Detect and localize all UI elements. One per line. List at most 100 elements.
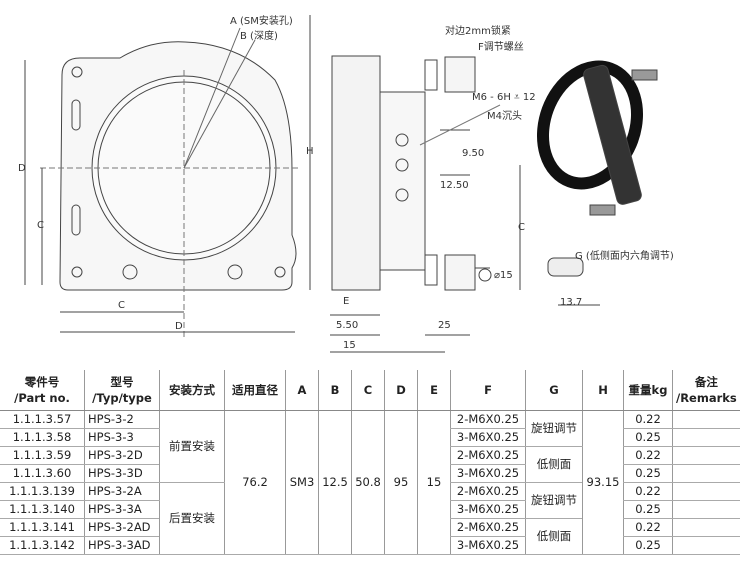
- f-cell: 2-M6X0.25: [450, 482, 526, 501]
- weight-cell: 0.25: [623, 464, 673, 483]
- type-cell: HPS-3-2D: [84, 446, 160, 465]
- weight-cell: 0.22: [623, 410, 673, 429]
- f-cell: 2-M6X0.25: [450, 410, 526, 429]
- dim-15: 15: [343, 340, 356, 351]
- h-cell: 93.15: [582, 410, 624, 555]
- dim-9-50: 9.50: [462, 148, 485, 159]
- weight-cell: 0.25: [623, 500, 673, 519]
- remarks-cell: [671, 518, 740, 537]
- dim-12-50: 12.50: [440, 180, 469, 191]
- g-detail: [547, 257, 600, 306]
- type-cell: HPS-3-3A: [84, 500, 160, 519]
- weight-cell: 0.22: [623, 518, 673, 537]
- f-cell: 3-M6X0.25: [450, 536, 526, 555]
- dim-13-7: 13.7: [560, 297, 583, 308]
- d-cell: 95: [384, 410, 418, 555]
- header-b: B: [318, 370, 352, 411]
- f-cell: 3-M6X0.25: [450, 464, 526, 483]
- f-cell: 2-M6X0.25: [450, 446, 526, 465]
- part-no-cell: 1.1.1.3.142: [0, 536, 85, 555]
- dim-c-horizontal: C: [118, 300, 125, 311]
- part-no-cell: 1.1.1.3.140: [0, 500, 85, 519]
- header-diameter: 适用直径: [224, 370, 286, 411]
- remarks-cell: [671, 482, 740, 501]
- spec-table: 零件号 /Part no. 型号 /Typ/type 安装方式 适用直径 A B…: [0, 370, 740, 555]
- header-type: 型号 /Typ/type: [84, 370, 160, 411]
- remarks-cell: [671, 410, 740, 429]
- dim-phi15: ⌀15: [494, 270, 513, 281]
- dim-c-side: C: [518, 222, 525, 233]
- e-cell: 15: [417, 410, 451, 555]
- dim-c-vertical: C: [37, 220, 44, 231]
- mount-cell: 后置安装: [159, 482, 225, 555]
- label-b: B (深度): [240, 31, 278, 42]
- header-a: A: [285, 370, 319, 411]
- dim-25: 25: [438, 320, 451, 331]
- dim-5-50: 5.50: [336, 320, 359, 331]
- mount-cell: 前置安装: [159, 410, 225, 483]
- type-cell: HPS-3-2: [84, 410, 160, 429]
- type-cell: HPS-3-2AD: [84, 518, 160, 537]
- weight-cell: 0.25: [623, 536, 673, 555]
- label-m4: M4沉头: [487, 111, 522, 122]
- technical-drawing: [24, 15, 658, 353]
- header-g: G: [525, 370, 583, 411]
- label-g: G (低侧面内六角调节): [575, 251, 674, 262]
- f-cell: 3-M6X0.25: [450, 500, 526, 519]
- remarks-cell: [671, 464, 740, 483]
- dim-h: H: [306, 146, 314, 157]
- header-mount: 安装方式: [159, 370, 225, 411]
- dim-d-vertical: D: [18, 163, 26, 174]
- weight-cell: 0.25: [623, 428, 673, 447]
- header-c: C: [351, 370, 385, 411]
- header-weight: 重量kg: [623, 370, 673, 411]
- front-view: [24, 15, 311, 340]
- g-cell: 低侧面: [525, 518, 583, 555]
- type-cell: HPS-3-2A: [84, 482, 160, 501]
- dim-e: E: [343, 296, 350, 307]
- part-no-cell: 1.1.1.3.57: [0, 410, 85, 429]
- header-d: D: [384, 370, 418, 411]
- f-cell: 2-M6X0.25: [450, 518, 526, 537]
- header-h: H: [582, 370, 624, 411]
- label-lock: 对边2mm锁紧: [445, 26, 511, 37]
- dim-d-horizontal: D: [175, 321, 183, 332]
- a-cell: SM3: [285, 410, 319, 555]
- table-header: 零件号 /Part no. 型号 /Typ/type 安装方式 适用直径 A B…: [0, 370, 740, 411]
- remarks-cell: [671, 500, 740, 519]
- f-cell: 3-M6X0.25: [450, 428, 526, 447]
- side-view: [330, 55, 521, 353]
- part-no-cell: 1.1.1.3.139: [0, 482, 85, 501]
- part-no-cell: 1.1.1.3.59: [0, 446, 85, 465]
- c-cell: 50.8: [351, 410, 385, 555]
- header-remarks: 备注 /Remarks: [671, 370, 740, 411]
- type-cell: HPS-3-3: [84, 428, 160, 447]
- header-f: F: [450, 370, 526, 411]
- type-cell: HPS-3-3AD: [84, 536, 160, 555]
- weight-cell: 0.22: [623, 482, 673, 501]
- part-no-cell: 1.1.1.3.141: [0, 518, 85, 537]
- header-e: E: [417, 370, 451, 411]
- g-cell: 旋钮调节: [525, 482, 583, 519]
- weight-cell: 0.22: [623, 446, 673, 465]
- remarks-cell: [671, 428, 740, 447]
- b-cell: 12.5: [318, 410, 352, 555]
- remarks-cell: [671, 536, 740, 555]
- part-no-cell: 1.1.1.3.58: [0, 428, 85, 447]
- label-m6: M6 - 6H ⩡ 12: [472, 92, 536, 103]
- header-part-no: 零件号 /Part no.: [0, 370, 85, 411]
- g-cell: 低侧面: [525, 446, 583, 483]
- part-no-cell: 1.1.1.3.60: [0, 464, 85, 483]
- label-a: A (SM安装孔): [230, 16, 293, 27]
- type-cell: HPS-3-3D: [84, 464, 160, 483]
- label-f: F调节螺丝: [478, 42, 524, 53]
- diameter-cell: 76.2: [224, 410, 286, 555]
- remarks-cell: [671, 446, 740, 465]
